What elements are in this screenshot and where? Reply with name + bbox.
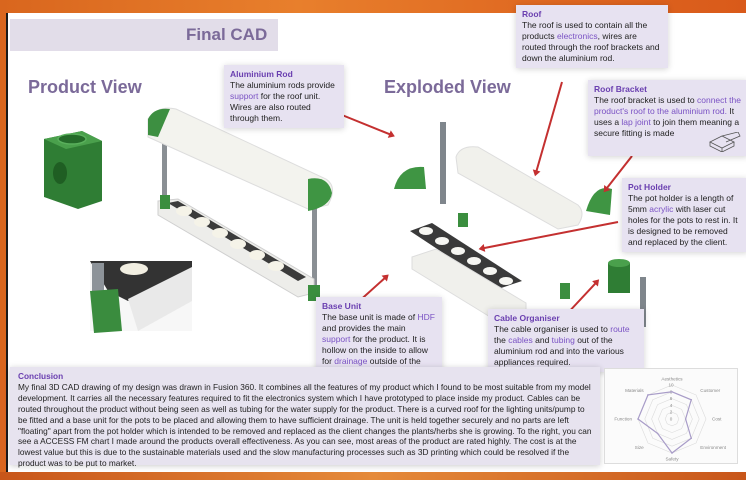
radar-point-materials [647, 394, 649, 396]
radar-grid-ring [664, 411, 680, 427]
radar-grid-ring [644, 391, 700, 447]
callout-text: The pot holder is a length of 5mm [628, 193, 734, 214]
exploded-end-cap-right [586, 187, 612, 215]
callout-highlight: electronics [556, 31, 598, 41]
radar-point-size [656, 432, 659, 435]
callout-title: Roof [522, 9, 542, 19]
radar-axis-label: Aesthetics [661, 377, 683, 382]
radar-axis-label: Materials [625, 388, 644, 393]
radar-point-customer [690, 398, 693, 401]
callout-highlight: route [610, 324, 630, 334]
callout-pot-holder: Pot Holder The pot holder is a length of… [622, 178, 746, 252]
callout-aluminium-rod: Aluminium Rod The aluminium rods provide… [224, 65, 344, 128]
radar-axis-label: Cost [712, 417, 722, 422]
callout-text: The roof bracket is used to [594, 95, 697, 105]
radar-axis-label: Function [614, 417, 632, 422]
radar-scale-tick: 2 [670, 410, 673, 415]
callout-text: for the product. It is hollow on the ins… [322, 334, 428, 366]
callout-highlight: HDF [417, 312, 435, 322]
slide-title: Final CAD [186, 25, 268, 44]
callout-highlight: lap joint [621, 117, 651, 127]
radar-scale-tick: 10 [668, 383, 674, 388]
radar-axis-label: Safety [665, 457, 679, 462]
cable-organiser-closeup [44, 131, 102, 209]
aluminium-rod-right [312, 181, 317, 291]
callout-text: It uses a [594, 106, 735, 127]
base-unit-render [157, 195, 320, 301]
radar-axis-label: Environment [700, 445, 727, 450]
radar-scale-tick: 4 [670, 403, 673, 408]
radar-chart-svg: 0246810AestheticsCustomerCostEnvironment… [614, 377, 727, 462]
callout-highlight: acrylic [649, 204, 674, 214]
radar-point-aesthetics [671, 391, 673, 393]
callout-text: out of the aluminium rod and into the va… [494, 335, 624, 367]
conclusion-title: Conclusion [18, 371, 64, 381]
slide-bottom-border [0, 472, 746, 480]
exploded-view-heading: Exploded View [384, 77, 511, 97]
title-banner: Final CAD [10, 19, 278, 51]
callout-text: The aluminium rods provide [230, 80, 335, 90]
callout-title: Roof Bracket [594, 84, 647, 94]
callout-text: The roof is used to contain all the prod… [522, 20, 648, 41]
callout-text: , wires are routed through the roof brac… [522, 31, 660, 63]
callout-highlight: drainage [334, 356, 368, 366]
product-view-heading: Product View [28, 77, 142, 97]
callout-text: to join them meaning a secure fitting is… [594, 117, 740, 138]
radar-scale-tick: 6 [670, 396, 673, 401]
callout-title: Pot Holder [628, 182, 671, 192]
exploded-roof [455, 146, 583, 230]
callout-title: Aluminium Rod [230, 69, 293, 79]
lap-joint-icon [709, 132, 741, 152]
callout-roof-bracket: Roof Bracket The roof bracket is used to… [588, 80, 746, 156]
callout-highlight: connect the product's roof to the alumin… [594, 95, 741, 116]
callout-title: Cable Organiser [494, 313, 560, 323]
aluminium-rod-left [162, 141, 167, 199]
callout-cable-organiser: Cable Organiser The cable organiser is u… [488, 309, 644, 372]
product-view-render [44, 107, 333, 333]
exploded-end-cap-left [394, 166, 426, 189]
callout-title: Base Unit [322, 301, 362, 311]
radar-point-cost [684, 418, 687, 420]
callout-text: with laser cut holes for the pots to res… [628, 204, 738, 247]
callout-text: and provides the main [322, 323, 406, 333]
callout-text: The base unit is made of [322, 312, 418, 322]
conclusion-box: Conclusion My final 3D CAD drawing of my… [10, 367, 600, 469]
callout-highlight: cables [508, 335, 533, 345]
callout-highlight: tubing [551, 335, 575, 345]
conclusion-body: My final 3D CAD drawing of my design was… [18, 381, 592, 469]
radar-axis-label: Customer [700, 388, 720, 393]
exploded-rod [440, 122, 446, 204]
callout-text: the [494, 335, 509, 345]
radar-point-safety [671, 452, 673, 454]
callout-text: and [532, 335, 552, 345]
radar-point-environment [690, 437, 693, 440]
base-corner-closeup [90, 261, 192, 333]
callout-highlight: support [230, 91, 259, 101]
slide-canvas: Final CAD Product View Exploded View [6, 5, 746, 472]
exploded-bracket-2 [560, 283, 570, 299]
callout-roof: Roof The roof is used to contain all the… [516, 5, 668, 68]
callout-text: The cable organiser is used to [494, 324, 611, 334]
exploded-cable-organiser [608, 259, 630, 293]
callout-text: for the roof unit. Wires are also routed… [230, 91, 321, 123]
radar-scale-tick: 0 [670, 417, 673, 422]
callout-highlight: support [322, 334, 351, 344]
roof-render [147, 107, 333, 211]
exploded-bracket [458, 213, 468, 227]
radar-grid-ring [658, 405, 686, 433]
exploded-view-render [394, 122, 646, 327]
radar-axis-label: Size [635, 445, 644, 450]
radar-point-function [637, 418, 639, 420]
